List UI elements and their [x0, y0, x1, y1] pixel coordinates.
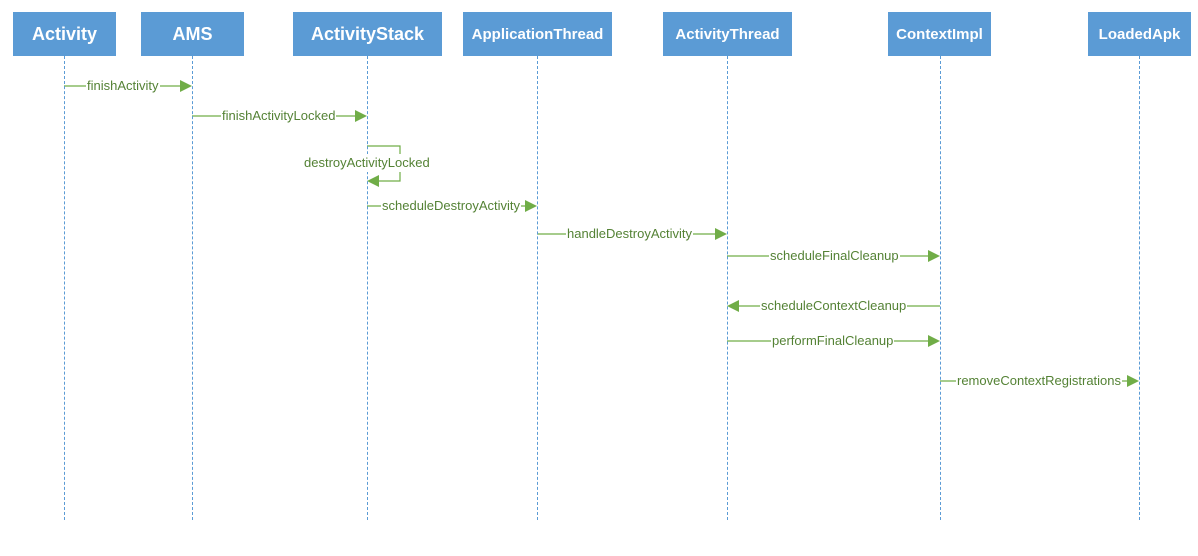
participant-ams: AMS: [141, 12, 244, 56]
message-label-schedulecontextcleanup: scheduleContextCleanup: [760, 297, 908, 315]
arrowhead-destroyactivitylocked: [367, 175, 379, 187]
arrowhead-scheduledestroyactivity: [525, 200, 537, 212]
arrowhead-handledestroyactivity: [715, 228, 727, 240]
participant-activity: Activity: [13, 12, 116, 56]
arrowhead-schedulefinalcleanup: [928, 250, 940, 262]
message-label-scheduledestroyactivity: scheduleDestroyActivity: [381, 197, 521, 215]
lifeline-loadedapk: [1139, 56, 1140, 520]
message-label-removecontextregistrations: removeContextRegistrations: [956, 372, 1123, 390]
participant-applicationthread: ApplicationThread: [463, 12, 612, 56]
participant-activitystack: ActivityStack: [293, 12, 442, 56]
arrowhead-finishactivitylocked: [355, 110, 367, 122]
arrowhead-schedulecontextcleanup: [727, 300, 739, 312]
lifeline-activitystack: [367, 56, 368, 520]
lifeline-applicationthread: [537, 56, 538, 520]
participant-loadedapk: LoadedApk: [1088, 12, 1191, 56]
lifeline-contextimpl: [940, 56, 941, 520]
message-label-performfinalcleanup: performFinalCleanup: [771, 332, 895, 350]
participant-activitythread: ActivityThread: [663, 12, 792, 56]
message-label-schedulefinalcleanup: scheduleFinalCleanup: [769, 247, 900, 265]
participant-contextimpl: ContextImpl: [888, 12, 991, 56]
message-label-finishactivitylocked: finishActivityLocked: [221, 107, 337, 125]
lifeline-activity: [64, 56, 65, 520]
lifeline-activitythread: [727, 56, 728, 520]
arrowhead-removecontextregistrations: [1127, 375, 1139, 387]
arrowhead-performfinalcleanup: [928, 335, 940, 347]
message-label-destroyactivitylocked: destroyActivityLocked: [303, 154, 431, 172]
message-label-handledestroyactivity: handleDestroyActivity: [566, 225, 693, 243]
lifeline-ams: [192, 56, 193, 520]
arrowhead-finishactivity: [180, 80, 192, 92]
message-label-finishactivity: finishActivity: [86, 77, 160, 95]
